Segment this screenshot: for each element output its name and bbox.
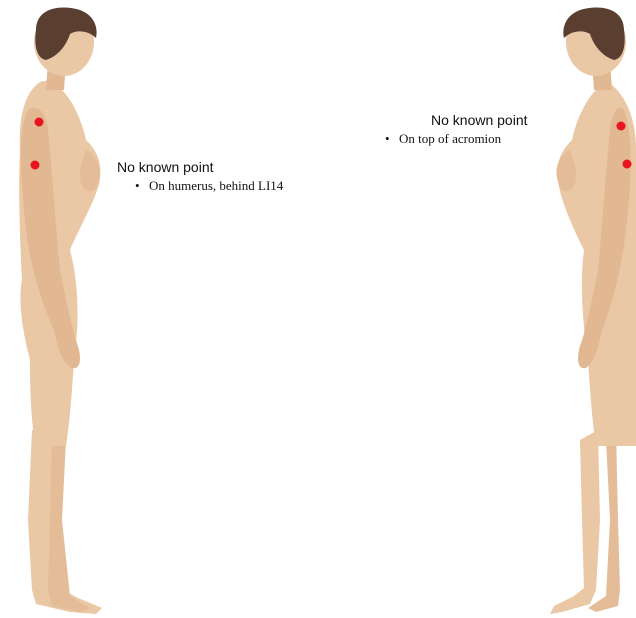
left-point-upper-arm <box>31 161 40 170</box>
left-point-title: No known point <box>117 159 214 175</box>
right-point-acromion <box>617 122 626 131</box>
right-point-upper-arm <box>623 160 632 169</box>
left-body-silhouette <box>19 7 102 614</box>
right-body-figure <box>540 0 636 618</box>
left-point-description: On humerus, behind LI14 <box>149 178 283 193</box>
left-body-figure <box>0 0 130 618</box>
bullet-icon: • <box>135 178 149 194</box>
bullet-icon: • <box>385 131 399 147</box>
left-point-shoulder <box>35 118 44 127</box>
left-point-bullet: •On humerus, behind LI14 <box>135 178 283 194</box>
right-point-bullet: •On top of acromion <box>385 131 501 147</box>
right-point-description: On top of acromion <box>399 131 501 146</box>
right-point-title: No known point <box>431 112 528 128</box>
right-body-silhouette <box>550 7 636 614</box>
